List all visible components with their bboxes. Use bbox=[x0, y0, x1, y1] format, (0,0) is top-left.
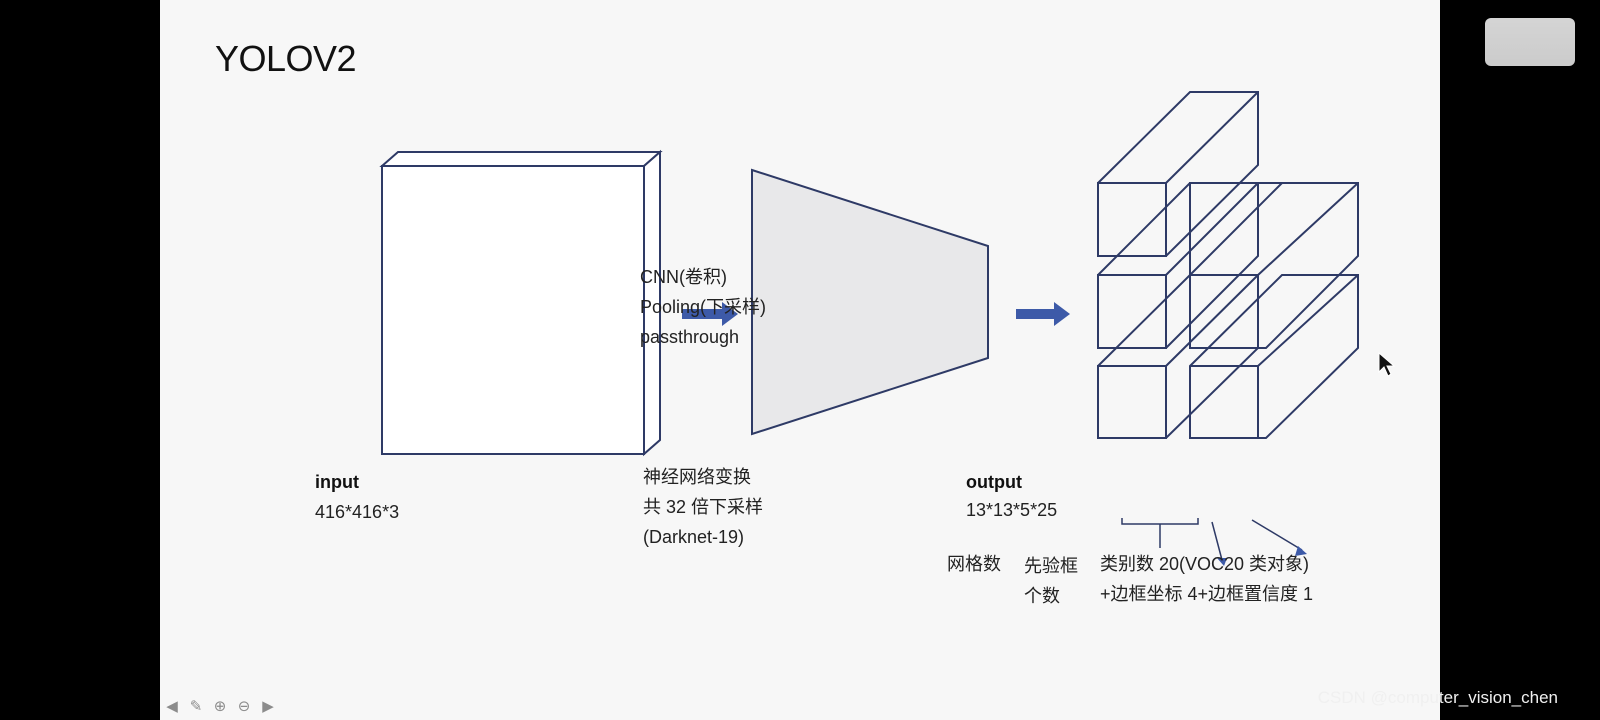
input-size: 416*416*3 bbox=[315, 502, 400, 522]
blurred-logo bbox=[1485, 18, 1575, 66]
transform-line: 共 32 倍下采样 bbox=[643, 497, 764, 517]
transform-line: (Darknet-19) bbox=[643, 527, 745, 547]
input-cube bbox=[379, 149, 663, 457]
class-count-label-line2: +边框坐标 4+边框置信度 1 bbox=[1100, 584, 1314, 604]
arrow-icon bbox=[682, 302, 738, 326]
pen-icon[interactable]: ✎ bbox=[189, 698, 203, 715]
slide-nav: ◀ ✎ ⊕ ⊖ ▶ bbox=[162, 698, 278, 716]
cnn-line: Pooling(下采样) bbox=[640, 297, 767, 317]
transform-text: 神经网络变换 共 32 倍下采样 (Darknet-19) bbox=[643, 462, 763, 552]
arrow-icon bbox=[1217, 558, 1227, 566]
arrow-icon bbox=[1016, 302, 1070, 326]
yolov2-diagram bbox=[379, 91, 1359, 566]
class-count-label-line1: 类别数 20(VOC20 类对象) bbox=[1100, 554, 1310, 574]
slide: YOLOV2 bbox=[160, 0, 1575, 720]
cnn-trapezoid bbox=[751, 168, 989, 436]
zoom-in-icon[interactable]: ⊕ bbox=[213, 698, 227, 715]
output-label: output bbox=[966, 472, 1022, 492]
cnn-line: passthrough bbox=[640, 327, 740, 347]
slide-title: YOLOV2 bbox=[215, 38, 357, 79]
output-tensor bbox=[1097, 91, 1359, 439]
output-size: 13*13*5*25 bbox=[966, 500, 1058, 520]
arrow-right-icon[interactable]: ▶ bbox=[262, 698, 274, 715]
anchor-count-label-line1: 先验框 bbox=[1024, 556, 1078, 576]
transform-line: 神经网络变换 bbox=[643, 467, 751, 487]
output-annotations bbox=[1121, 518, 1303, 561]
zoom-out-icon[interactable]: ⊖ bbox=[237, 698, 251, 715]
watermark: CSDN @computer_vision_chen bbox=[1317, 688, 1558, 707]
cnn-text: CNN(卷积) Pooling(下采样) passthrough bbox=[640, 262, 766, 352]
arrow-icon bbox=[1295, 546, 1307, 556]
arrow-left-icon[interactable]: ◀ bbox=[166, 698, 178, 715]
anchor-count-label-line2: 个数 bbox=[1024, 586, 1060, 606]
mouse-cursor-icon bbox=[1378, 352, 1396, 377]
cnn-line: CNN(卷积) bbox=[640, 267, 727, 287]
grid-count-label: 网格数 bbox=[947, 554, 1001, 574]
input-label: input bbox=[315, 472, 359, 492]
